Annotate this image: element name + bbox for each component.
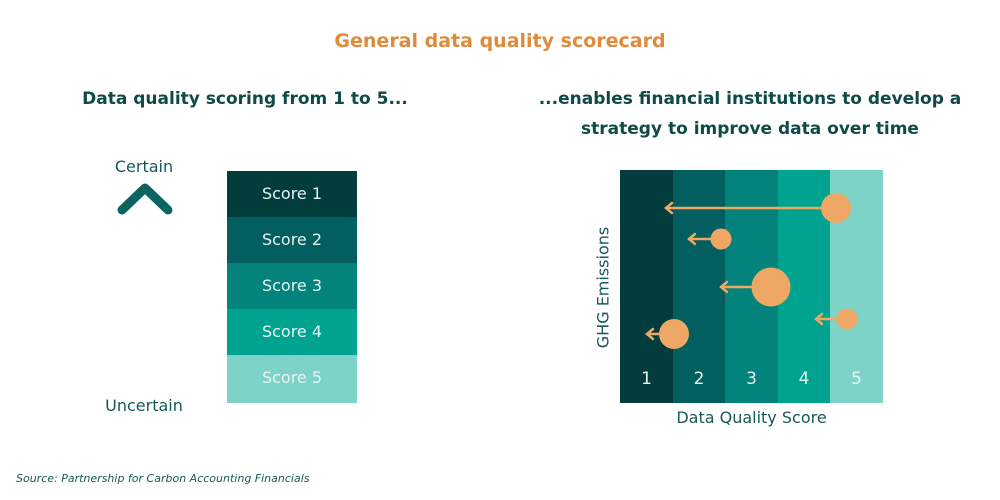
score-5-block: Score 5	[227, 355, 357, 403]
column-5-label: 5	[851, 369, 862, 389]
right-heading: ...enables financial institutions to dev…	[520, 84, 980, 144]
score-1-block: Score 1	[227, 171, 357, 217]
improvement-arrow-icon	[664, 201, 827, 215]
improvement-arrow-icon	[814, 312, 840, 326]
right-heading-line1: ...enables financial institutions to dev…	[538, 89, 962, 109]
left-heading: Data quality scoring from 1 to 5...	[82, 89, 408, 109]
score-stack: Score 1 Score 2 Score 3 Score 4 Score 5	[227, 171, 357, 403]
y-axis-label: GHG Emissions	[593, 226, 613, 349]
score-3-block: Score 3	[227, 263, 357, 309]
source-note: Source: Partnership for Carbon Accountin…	[16, 472, 310, 485]
bubble	[751, 267, 791, 307]
bubble	[659, 319, 689, 349]
column-1: 1	[620, 170, 673, 403]
bubble	[821, 193, 851, 223]
column-2-label: 2	[693, 369, 705, 389]
bubble	[710, 228, 732, 250]
certain-label: Certain	[114, 157, 174, 176]
x-axis-label: Data Quality Score	[676, 408, 827, 427]
bubbles-layer	[645, 193, 858, 349]
score-chart: 1 2 3 4 5	[620, 170, 883, 403]
right-heading-line2: strategy to improve data over time	[581, 119, 919, 139]
column-1-label: 1	[641, 369, 652, 389]
score-4-block: Score 4	[227, 309, 357, 355]
bubble	[836, 308, 858, 330]
certainty-arrow-icon	[117, 183, 173, 390]
column-4-label: 4	[798, 369, 810, 389]
column-3-label: 3	[746, 369, 757, 389]
page-title: General data quality scorecard	[334, 30, 666, 52]
uncertain-label: Uncertain	[105, 396, 183, 415]
score-2-block: Score 2	[227, 217, 357, 263]
